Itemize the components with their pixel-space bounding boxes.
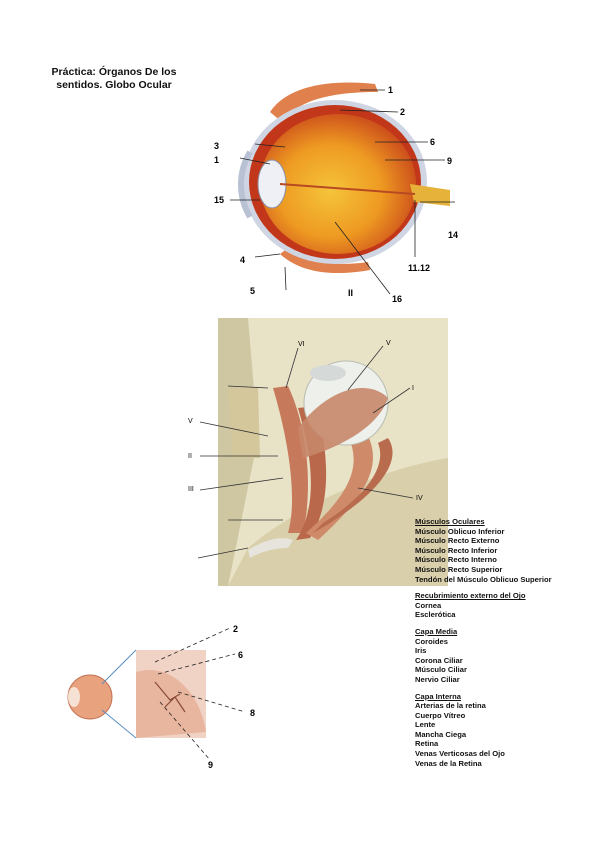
vitreous-body [260,114,416,254]
fig1-label-1b: 1 [214,155,219,165]
fig2-label-I: I [412,385,414,392]
legend-item: Venas de la Retina [415,758,482,768]
fig1-label-9: 9 [447,156,452,166]
legend-item: Músculo Recto Inferior [415,545,498,555]
fig1-label-15: 15 [214,195,224,205]
legend-item: Cornea [415,600,442,610]
fig3-label-2: 2 [233,624,238,634]
fig3-label-9: 9 [208,760,213,770]
superior-rectus [298,388,388,458]
fig2-label-VI: VI [298,341,305,348]
legend-item: Coroides [415,636,448,646]
fig1-label-6: 6 [430,137,435,147]
legend-item: Músculo Oblicuo Inferior [415,526,505,536]
fig2-label-V-left: V [188,418,193,425]
fig3-label-8: 8 [250,708,255,718]
legend-item: Venas Verticosas del Ojo [415,749,505,759]
tendon [248,538,293,558]
fig1-label-2: 2 [400,107,405,117]
superior-muscle [270,82,378,122]
legend-item: Lente [415,720,436,730]
legend-item: Músculo Ciliar [415,665,467,675]
inset-vessels [154,681,186,713]
fig1-label-1a: 1 [388,85,393,95]
legend-item: Músculo Recto Superior [415,564,503,574]
legend-item: Tendón del Músculo Oblicuo Superior [415,574,552,584]
fig1-label-14: 14 [448,230,458,240]
retina-zoom-figure: 2 6 8 9 [67,624,255,770]
legend-item: Cuerpo Vítreo [415,710,466,720]
legend-heading: Capa Media [415,626,458,636]
orbit-floor [228,458,448,586]
fig1-label-11-12: 11.12 [408,263,430,273]
inset-retina [136,670,206,738]
legend-item: Músculo Recto Interno [415,555,497,565]
legend-item: Arterias de la retina [415,701,486,711]
fig3-label-6: 6 [238,650,243,660]
fig1-label-3: 3 [214,141,219,151]
cornea [238,150,253,219]
legend-item: Iris [415,646,427,656]
fig2-label-V-top: V [386,340,391,347]
extraocular-muscles-figure: VI V I V II III IV [188,318,448,586]
legend-item: Retina [415,739,439,749]
legend-item: Mancha Ciega [415,729,467,739]
legend-item: Nervio Ciliar [415,674,460,684]
fig2-label-II: II [188,453,192,460]
medial-rectus [273,386,308,533]
nasal-cavity [228,388,260,458]
page-title: Práctica: Órganos De los sentidos. Globo… [44,66,184,92]
legend-item: Corona Ciliar [415,655,463,665]
title-line-2: sentidos. Globo Ocular [56,79,172,91]
optic-nerve [410,184,450,206]
fig1-label-5: 5 [250,286,255,296]
cornea-front [310,365,346,381]
legend-heading: Recubrimiento externo del Ojo [415,591,526,601]
legend-item: Músculo Recto Externo [415,536,500,546]
inferior-muscle [280,248,370,274]
legend-item: Esclerótica [415,610,456,620]
inferior-oblique [313,438,393,533]
fig1-label-16: 16 [392,294,402,304]
legend-heading: Músculos Oculares [415,517,485,526]
fig1-label-4: 4 [240,255,245,265]
hyaloid-canal [279,183,416,195]
legend-heading: Capa Interna [415,691,461,701]
small-eye-lens [68,687,80,707]
eye-cross-section-figure: 1 2 6 9 3 1 15 14 4 11.12 5 II 16 [214,82,458,304]
title-line-1: Práctica: Órganos De los [51,66,177,78]
fig2-label-IV: IV [416,495,423,502]
fig2-label-III: III [188,486,194,493]
fig1-label-II: II [348,288,353,298]
